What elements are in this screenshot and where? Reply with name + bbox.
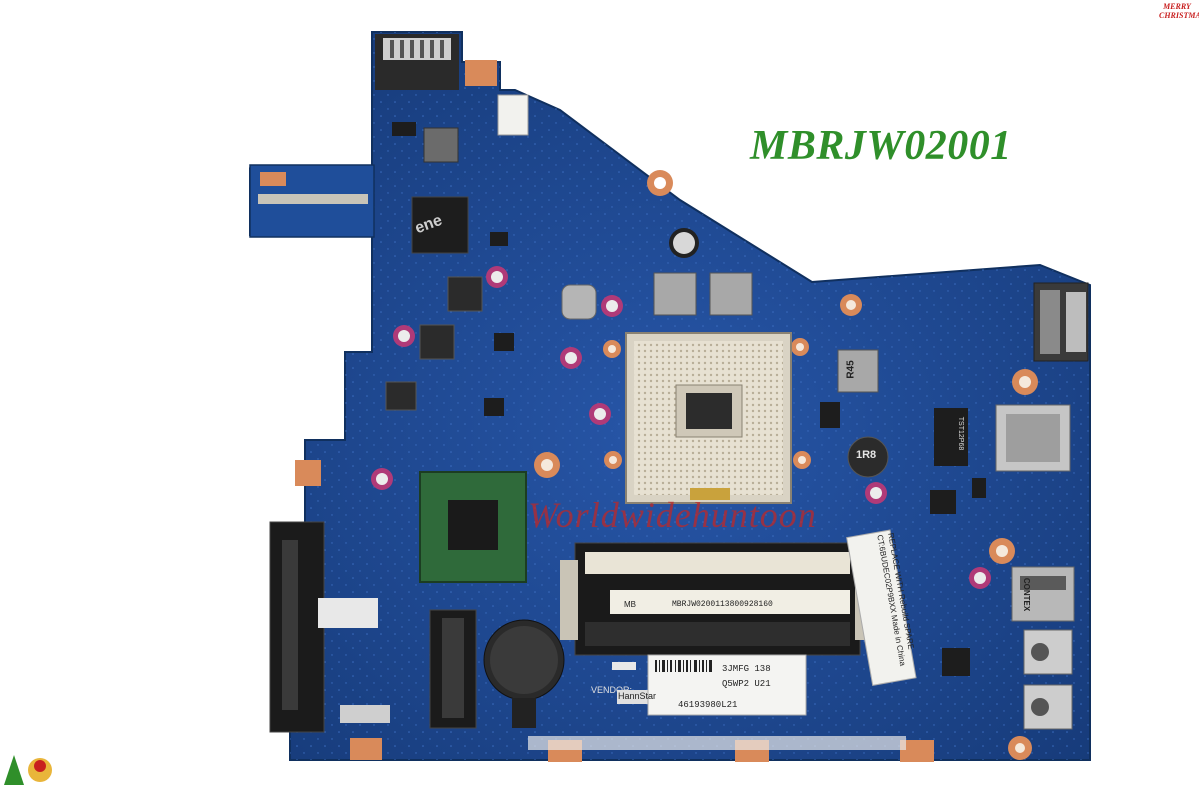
serial-sticker: MBRJW0200113800928160 bbox=[672, 600, 773, 609]
badge-line-1: MERRY bbox=[1163, 2, 1191, 11]
inductor-label-r45: R45 bbox=[845, 360, 857, 379]
christmas-decor-icon bbox=[0, 745, 58, 788]
inductor-label-1r8: 1R8 bbox=[856, 449, 877, 461]
barcode-line-3: 46193980L21 bbox=[678, 700, 738, 710]
christmas-badge: MERRY CHRISTMAS bbox=[1159, 2, 1199, 24]
store-watermark: Worldwidehuntoon bbox=[528, 495, 817, 535]
barcode-line-1: 3JMFG 138 bbox=[722, 664, 771, 674]
board-model-title: MBRJW02001 bbox=[750, 123, 1012, 169]
barcode-sticker bbox=[647, 654, 807, 716]
lan-transformer-label: TST12P68 bbox=[957, 416, 965, 451]
ene-chip bbox=[411, 196, 469, 254]
vendor-label: VENDOR: bbox=[591, 685, 633, 695]
contex-label: CONTEX bbox=[1022, 577, 1032, 612]
vendor-name: HannStar bbox=[618, 691, 657, 701]
barcode-line-2: Q5WP2 U21 bbox=[722, 679, 771, 689]
badge-line-2: CHRISTMAS bbox=[1159, 11, 1199, 20]
serial-prefix: MB bbox=[624, 600, 636, 609]
